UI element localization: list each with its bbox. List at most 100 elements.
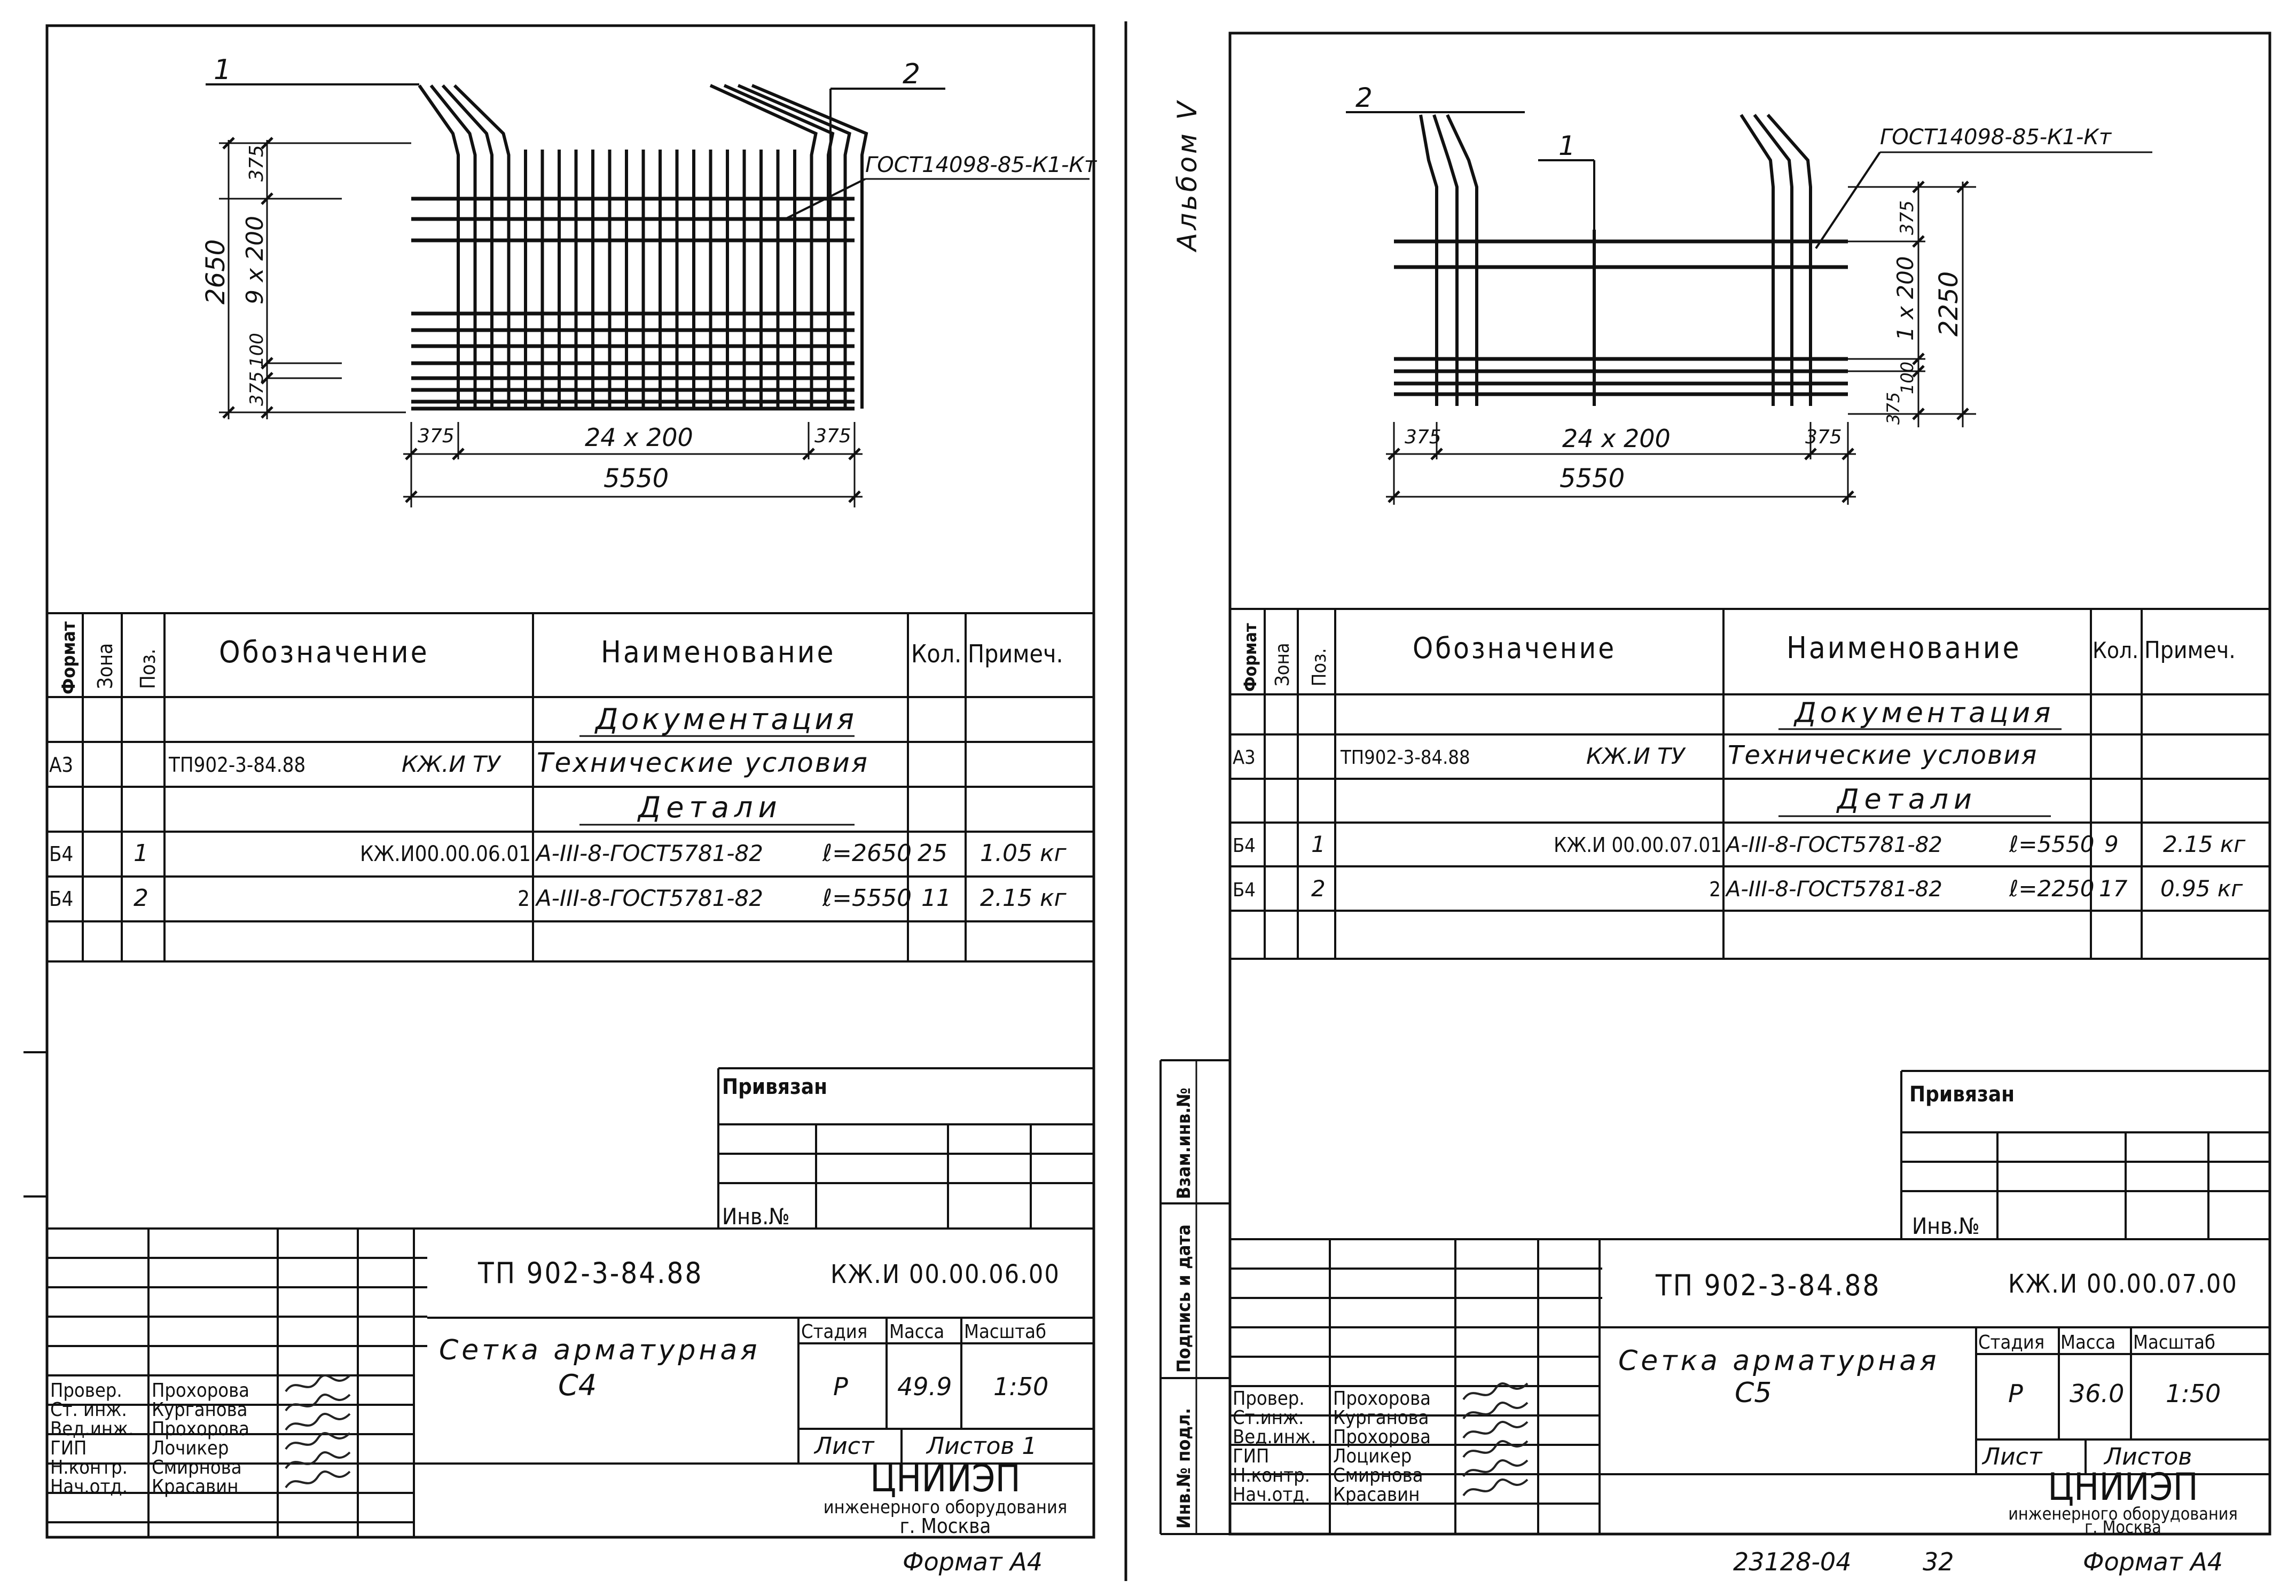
left-dim-tick bbox=[222, 137, 235, 150]
right-doc-name: Технические условия bbox=[1728, 740, 2038, 770]
left-hdr-zone: Зона bbox=[93, 643, 117, 689]
left-privyazan-block bbox=[717, 1067, 1094, 1229]
right-sheet-label: Лист bbox=[1981, 1443, 2043, 1470]
right-scale-label: Масштаб bbox=[2133, 1332, 2215, 1354]
right-staff-role: Н.контр. bbox=[1233, 1465, 1310, 1487]
sheet-left: 1 2 ГОСТ14098-85-К1-Кт 375 9 x 200 100 3… bbox=[23, 21, 1127, 1581]
left-staff-role: Нач.отд. bbox=[50, 1476, 128, 1498]
left-staff-signature bbox=[285, 1413, 351, 1431]
right-hdr-designation: Обозначение bbox=[1413, 631, 1616, 665]
right-mesh-drawing bbox=[1386, 114, 1976, 505]
left-project-code: ТП 902-3-84.88 bbox=[477, 1256, 703, 1290]
left-staff-role: Н.контр. bbox=[50, 1457, 128, 1478]
left-hdr-format: Формат bbox=[58, 621, 80, 694]
right-mass: 36.0 bbox=[2070, 1379, 2124, 1408]
right-dim-tick bbox=[1956, 181, 1969, 193]
right-dim-2250: 2250 bbox=[1934, 271, 1964, 337]
right-section-parts: Детали bbox=[1836, 784, 1977, 816]
right-hdr-qty: Кол. bbox=[2093, 637, 2138, 663]
left-dim-tick bbox=[222, 406, 235, 419]
left-staff-signature bbox=[285, 1470, 351, 1489]
left-r1-note: 1.05 кг bbox=[980, 840, 1067, 867]
right-sheets-label: Листов bbox=[2103, 1443, 2192, 1470]
left-dim-375-r: 375 bbox=[814, 425, 851, 447]
right-staff-signature bbox=[1462, 1421, 1529, 1439]
right-staff-signature bbox=[1462, 1382, 1529, 1401]
right-dim-tick bbox=[1388, 490, 1400, 503]
right-sheet-frame bbox=[1228, 32, 2271, 1536]
left-stage-label: Стадия bbox=[801, 1321, 867, 1343]
left-dim-tick bbox=[261, 372, 273, 385]
right-bar-vertical bbox=[1766, 114, 1812, 406]
left-hdr-qty: Кол. bbox=[911, 639, 961, 668]
left-dim-tick bbox=[452, 448, 465, 460]
left-hdr-designation: Обозначение bbox=[219, 635, 429, 670]
left-staff-signature bbox=[285, 1432, 351, 1450]
left-r2-length: ℓ=5550 bbox=[822, 885, 912, 912]
right-org-sub2: г. Москва bbox=[2085, 1517, 2161, 1537]
left-dim-tick bbox=[848, 490, 861, 503]
right-dim-tick bbox=[1841, 448, 1854, 460]
left-dim-tick bbox=[405, 490, 418, 503]
left-dim-tick bbox=[848, 448, 861, 460]
left-staff-signature bbox=[285, 1394, 351, 1412]
left-dim-tick bbox=[802, 448, 815, 460]
left-r2-designation: 2 bbox=[518, 887, 530, 911]
right-r1-length: ℓ=5550 bbox=[2009, 831, 2094, 857]
right-staff-role: Вед.инж. bbox=[1233, 1426, 1317, 1448]
left-sheets-label: Листов 1 bbox=[926, 1433, 1037, 1460]
right-dim-tick bbox=[1912, 353, 1925, 365]
right-r2-name: А-III-8-ГОСТ5781-82 bbox=[1725, 877, 1942, 902]
left-pos2-label: 2 bbox=[903, 58, 920, 90]
right-project-code: ТП 902-3-84.88 bbox=[1655, 1269, 1880, 1302]
right-r1-note: 2.15 кг bbox=[2163, 831, 2246, 857]
right-staff-role: Провер. bbox=[1233, 1388, 1305, 1410]
right-r1-designation: КЖ.И 00.00.07.01 bbox=[1554, 833, 1722, 857]
left-pos1-label: 1 bbox=[214, 54, 231, 86]
right-side-podpis: Подпись и дата bbox=[1173, 1224, 1195, 1373]
right-staff-name: Курганова bbox=[1333, 1407, 1429, 1429]
sheet-right: Взам.инв.№ Подпись и дата Инв.№ подл. Ал… bbox=[1159, 32, 2271, 1576]
right-stage-label: Стадия bbox=[1978, 1332, 2044, 1354]
right-org-sub1: инженерного оборудования bbox=[2008, 1504, 2238, 1524]
left-staff-name: Курганова bbox=[152, 1399, 248, 1421]
right-archive-no: 23128-04 bbox=[1733, 1547, 1851, 1576]
left-title-line1: Сетка арматурная bbox=[439, 1334, 761, 1366]
left-sheet-frame bbox=[45, 24, 1095, 1539]
right-dim-tick bbox=[1912, 235, 1925, 248]
left-r1-length: ℓ=2650 bbox=[822, 840, 912, 867]
left-dim-2650: 2650 bbox=[201, 239, 231, 304]
right-side-inv: Инв.№ подл. bbox=[1173, 1408, 1195, 1529]
left-dim-24x200: 24 x 200 bbox=[585, 423, 693, 452]
left-title-block bbox=[47, 1227, 1094, 1537]
left-dim-tick bbox=[261, 406, 273, 419]
left-r1-name: А-III-8-ГОСТ5781-82 bbox=[535, 840, 763, 866]
left-bar-vertical bbox=[709, 84, 818, 409]
left-hdr-name: Наименование bbox=[601, 635, 836, 670]
right-hdr-pos: Поз. bbox=[1308, 648, 1330, 686]
right-doc-designation: ТП902-3-84.88 bbox=[1340, 747, 1470, 769]
right-bar-vertical bbox=[1753, 114, 1793, 406]
left-bar-vertical bbox=[751, 84, 868, 409]
left-title-line2: С4 bbox=[558, 1368, 597, 1402]
left-scale: 1:50 bbox=[993, 1372, 1048, 1401]
left-dim-tick bbox=[261, 192, 273, 205]
left-staff-name: Лочикер bbox=[152, 1437, 229, 1459]
right-staff-role: Нач.отд. bbox=[1233, 1484, 1310, 1506]
left-r1-format: Б4 bbox=[49, 842, 73, 866]
left-staff-name: Красавин bbox=[152, 1476, 238, 1498]
left-spec-table bbox=[47, 612, 1094, 963]
right-bar-vertical bbox=[1739, 114, 1775, 406]
right-r1-name: А-III-8-ГОСТ5781-82 bbox=[1725, 833, 1942, 857]
left-privyazan-label: Привязан bbox=[722, 1075, 827, 1099]
right-staff-name: Лоцикер bbox=[1333, 1445, 1412, 1467]
right-staff-signature bbox=[1462, 1440, 1529, 1458]
left-dim-375-bot: 375 bbox=[246, 371, 268, 406]
right-dim-tick bbox=[1388, 448, 1400, 460]
left-bar-vertical bbox=[453, 84, 511, 409]
left-mesh-drawing bbox=[219, 84, 868, 507]
left-staff-name: Смирнова bbox=[152, 1457, 242, 1478]
right-pos2-label: 2 bbox=[1355, 82, 1373, 113]
right-dim-24x200: 24 x 200 bbox=[1562, 424, 1671, 453]
